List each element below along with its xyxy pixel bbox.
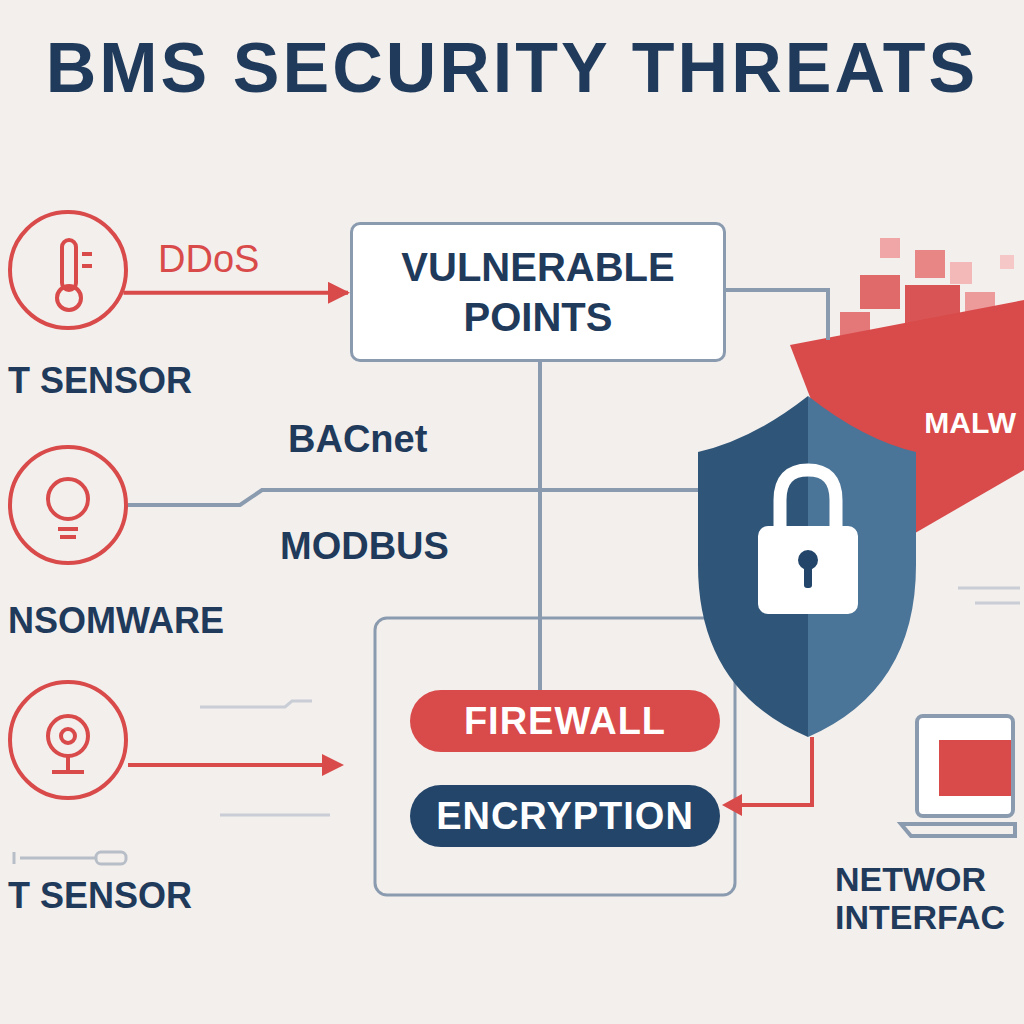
- threat-circle: NSOMWARE: [8, 445, 128, 565]
- protocol-label: BACnet: [288, 418, 427, 461]
- diagram-title: BMS SECURITY THREATS: [0, 28, 1024, 108]
- plug-icon: [14, 852, 126, 864]
- device-icon: [12, 684, 124, 796]
- process-box: VULNERABLE POINTS: [350, 222, 726, 362]
- arrow-head: [322, 754, 344, 776]
- device-label: T SENSOR: [8, 360, 192, 402]
- threat-circle: T SENSOR: [8, 680, 128, 800]
- group-outline: [375, 618, 735, 895]
- node-text: NETWOR INTERFAC: [835, 860, 1019, 936]
- malware-node: MALW: [800, 340, 1020, 560]
- defense-pill: ENCRYPTION: [410, 785, 720, 847]
- node-text: ENCRYPTION: [436, 795, 694, 838]
- device-label: NSOMWARE: [8, 600, 224, 642]
- arrow-head: [722, 794, 742, 816]
- node-text: MALW: [924, 406, 1016, 440]
- protocol-wire: [128, 490, 698, 505]
- defense-pill: FIREWALL: [410, 690, 720, 752]
- edge-label: DDoS: [158, 238, 259, 281]
- network-node: NETWOR INTERFAC: [835, 712, 1019, 936]
- threat-arrow: [128, 763, 326, 767]
- threat-circle: T SENSOR: [8, 210, 128, 330]
- laptop-icon: [835, 712, 1019, 842]
- connector: [538, 362, 542, 690]
- node-text: VULNERABLE POINTS: [375, 242, 701, 342]
- motion-lines: [200, 588, 1020, 815]
- node-text: FIREWALL: [464, 700, 666, 743]
- device-icon: [12, 214, 124, 326]
- protocol-label: MODBUS: [280, 525, 449, 568]
- device-icon: [12, 449, 124, 561]
- threat-arrow: [738, 737, 812, 805]
- device-label: T SENSOR: [8, 875, 192, 917]
- connector: [124, 291, 349, 295]
- shield-icon: [698, 396, 916, 737]
- connector: [726, 290, 828, 340]
